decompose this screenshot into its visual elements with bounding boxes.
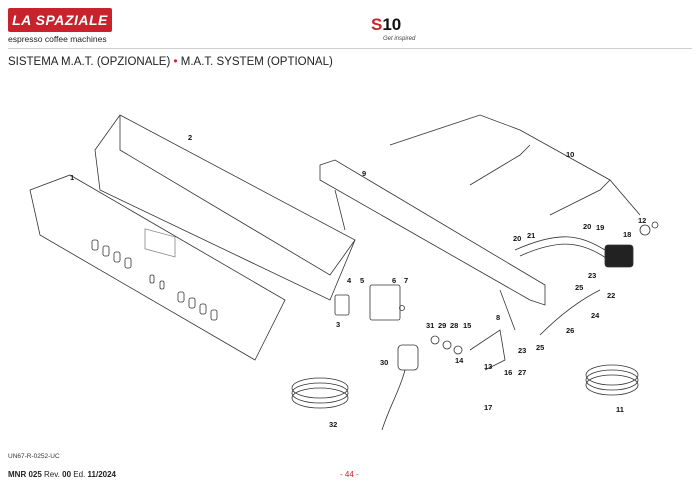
support-frame [319,159,546,306]
panel-slots [91,239,218,321]
callout: 23 [518,346,526,355]
ed-label: Ed. [73,470,86,479]
title-english: M.A.T. SYSTEM (OPTIONAL) [180,56,333,68]
callout: 25 [536,343,544,352]
header-rule [8,48,692,49]
callout: 28 [450,321,458,330]
brand-subtitle: espresso coffee machines [8,34,107,44]
title-separator: • [173,56,178,68]
cable-coil-right [585,364,639,386]
cable-coil-left [291,377,349,399]
mount-bracket [469,329,506,371]
model-tagline: Get inspired [383,36,416,42]
callout: 29 [438,321,446,330]
callout: 6 [392,276,396,285]
temp-sensor [397,344,419,371]
callout: 16 [504,368,512,377]
control-box [369,284,401,321]
bracket-part [334,294,350,316]
steam-rail [389,114,641,216]
callout: 10 [566,150,574,159]
rear-panel [94,114,356,301]
callout: 21 [527,231,535,240]
callout: 31 [426,321,434,330]
model-number: 10 [382,15,402,34]
callout: 20 [513,234,521,243]
part-callouts: 1 2 3 4 5 6 7 8 9 10 11 12 13 14 15 16 1… [70,133,646,429]
callout: 20 [583,222,591,231]
drawing-code: UN67-R-0252-UC [8,453,60,460]
front-panel [29,174,286,361]
water-hose [514,236,606,251]
callout: 12 [638,216,646,225]
callout: 26 [566,326,574,335]
callout: 8 [496,313,500,322]
steam-pipe [539,289,601,336]
callout: 17 [484,403,492,412]
callout: 18 [623,230,631,239]
callout: 9 [362,169,366,178]
brand-logo-text: LA SPAZIALE [12,12,108,28]
rev-number: 00 [62,470,72,479]
callout: 4 [347,276,352,285]
callout: 2 [188,133,192,142]
edition-date: 11/2024 [87,470,116,479]
pump-motor [604,244,634,268]
callout: 23 [588,271,596,280]
brand-logo: LA SPAZIALE [8,8,112,32]
callout: 25 [575,283,583,292]
callout: 7 [404,276,408,285]
callout: 14 [455,356,464,365]
callout: 11 [616,405,624,414]
rev-label: Rev. [44,470,60,479]
doc-number: MNR 025 [8,470,42,479]
callout: 19 [596,223,604,232]
model-prefix: S [371,15,383,34]
callout: 24 [591,311,600,320]
model-name: S10 [371,15,401,35]
callout: 32 [329,420,337,429]
callout: 15 [463,321,471,330]
callout: 30 [380,358,388,367]
callout: 3 [336,320,340,329]
callout: 5 [360,276,364,285]
callout: 13 [484,362,492,371]
title-italian: SISTEMA M.A.T. (OPZIONALE) [8,56,171,68]
callout: 22 [607,291,615,300]
page-title: SISTEMA M.A.T. (OPZIONALE) • M.A.T. SYST… [8,56,333,68]
callout: 1 [70,173,74,182]
footer-doc-info: MNR 025 Rev. 00 Ed. 11/2024 [8,470,116,479]
callout: 27 [518,368,526,377]
page-number: - 44 - [340,470,359,479]
